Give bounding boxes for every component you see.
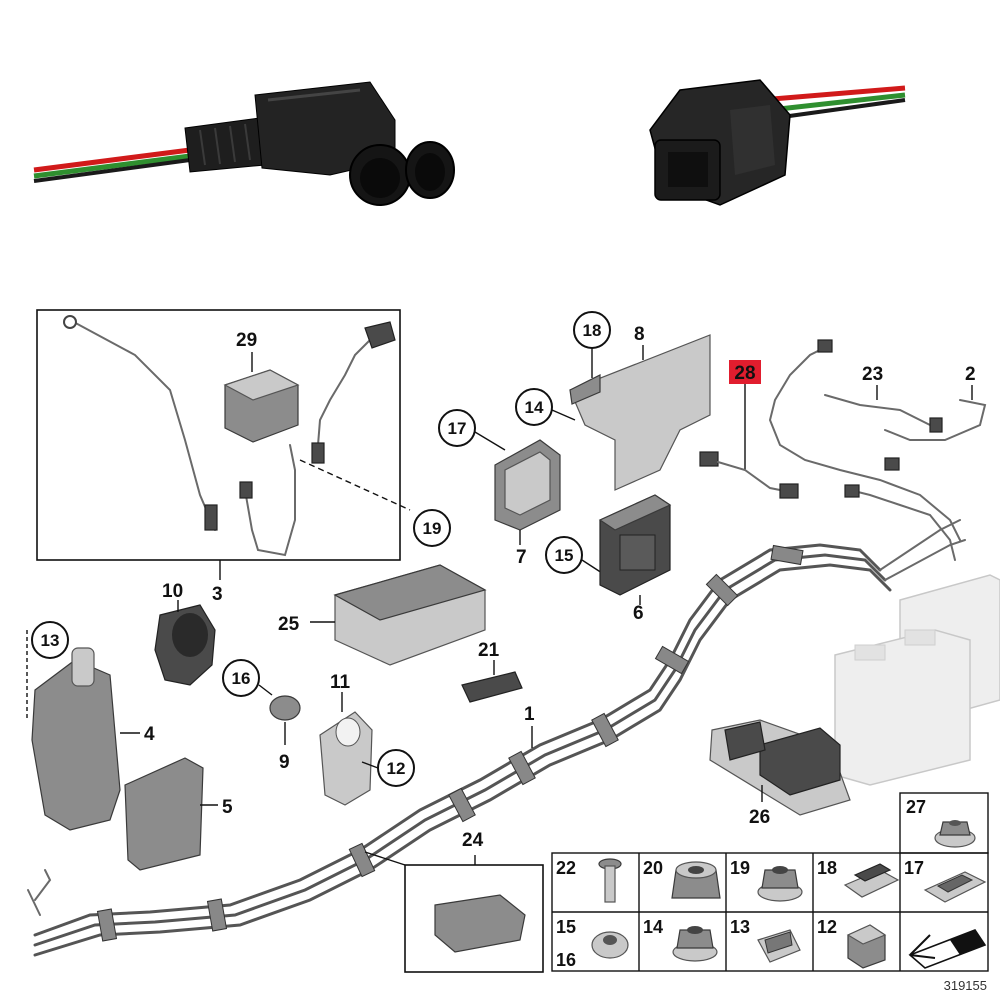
part-5-cover bbox=[124, 757, 218, 871]
callout-16-circle: 16 bbox=[222, 659, 273, 697]
callout-label-28: 28 bbox=[734, 363, 755, 384]
callout-label-9: 9 bbox=[279, 752, 290, 773]
table-label-15: 15 bbox=[556, 917, 576, 937]
callout-label-19: 19 bbox=[423, 519, 442, 538]
table-cell-27: 27 bbox=[906, 797, 976, 848]
small-parts-table: 27 22 20 19 bbox=[551, 792, 989, 972]
hex-flange-nut-icon bbox=[672, 926, 718, 962]
flange-nut-icon bbox=[934, 820, 976, 848]
callout-label-26: 26 bbox=[749, 807, 770, 828]
collar-nut-icon bbox=[591, 931, 629, 959]
table-label-19: 19 bbox=[730, 858, 750, 878]
table-label-13: 13 bbox=[730, 917, 750, 937]
threaded-sleeve-icon bbox=[671, 861, 721, 899]
clip-plate-icon bbox=[843, 863, 900, 898]
callout-label-18: 18 bbox=[583, 321, 602, 340]
callout-28-highlight: 28 bbox=[729, 360, 761, 470]
callout-29: 29 bbox=[236, 330, 257, 372]
table-cell-arrow bbox=[908, 929, 987, 969]
table-label-14: 14 bbox=[643, 917, 663, 937]
callout-label-15: 15 bbox=[555, 546, 574, 565]
reference-number: 319155 bbox=[944, 978, 987, 993]
spring-clip-icon bbox=[757, 929, 801, 963]
part-7-holder bbox=[494, 439, 561, 545]
callout-label-13: 13 bbox=[41, 631, 60, 650]
callout-label-2: 2 bbox=[965, 364, 976, 385]
callout-label-11: 11 bbox=[330, 672, 351, 693]
callout-label-14: 14 bbox=[525, 398, 544, 417]
grommet-plate-icon bbox=[923, 871, 987, 903]
callout-label-8: 8 bbox=[634, 324, 645, 345]
callout-label-1: 1 bbox=[524, 704, 535, 725]
table-cell-18: 18 bbox=[817, 858, 900, 898]
callout-label-29: 29 bbox=[236, 330, 257, 351]
callout-17-circle: 17 bbox=[438, 409, 506, 451]
callout-label-10: 10 bbox=[162, 581, 183, 602]
table-label-18: 18 bbox=[817, 858, 837, 878]
callout-13-circle: 13 bbox=[26, 621, 69, 720]
part-11-bracket bbox=[319, 692, 373, 806]
callout-label-17: 17 bbox=[448, 419, 467, 438]
inset-box-3 bbox=[36, 309, 411, 561]
bolt-icon bbox=[598, 858, 622, 903]
callout-15-circle: 15 bbox=[545, 536, 603, 574]
table-cell-14: 14 bbox=[643, 917, 718, 962]
cap-icon bbox=[846, 924, 887, 969]
callout-18-circle: 18 bbox=[573, 311, 611, 378]
table-label-16: 16 bbox=[556, 950, 576, 970]
callout-label-6: 6 bbox=[633, 603, 644, 624]
table-label-17: 17 bbox=[904, 858, 924, 878]
battery-ghost bbox=[834, 574, 1000, 786]
callout-12-circle: 12 bbox=[361, 749, 415, 787]
bracket-8 bbox=[569, 334, 711, 491]
photo-connector-square bbox=[600, 40, 920, 230]
table-label-12: 12 bbox=[817, 917, 837, 937]
part-25-box bbox=[310, 564, 487, 666]
table-cell-19: 19 bbox=[730, 858, 803, 902]
direction-arrow-icon bbox=[908, 929, 987, 969]
harness-23-2 bbox=[768, 339, 987, 561]
inset-box-24 bbox=[364, 851, 544, 973]
callout-label-5: 5 bbox=[222, 797, 233, 818]
callout-label-16: 16 bbox=[232, 669, 251, 688]
table-cell-22: 22 bbox=[556, 858, 622, 903]
part-6-module bbox=[598, 494, 672, 605]
part-28-lead bbox=[699, 451, 799, 499]
callout-19-circle: 19 bbox=[413, 509, 451, 547]
callout-label-3: 3 bbox=[212, 584, 223, 605]
callout-14-circle: 14 bbox=[515, 388, 576, 426]
callout-label-25: 25 bbox=[278, 614, 300, 635]
main-harness-1 bbox=[27, 519, 966, 957]
part-9-bolt bbox=[269, 695, 301, 745]
table-cell-20: 20 bbox=[643, 858, 721, 899]
callout-label-7: 7 bbox=[516, 547, 527, 568]
callout-label-23: 23 bbox=[862, 364, 883, 385]
table-cell-17: 17 bbox=[904, 858, 987, 903]
table-label-27: 27 bbox=[906, 797, 926, 817]
part-21-clip bbox=[461, 660, 523, 703]
callout-label-24: 24 bbox=[462, 830, 484, 851]
callout-label-12: 12 bbox=[387, 759, 406, 778]
callout-label-21: 21 bbox=[478, 640, 500, 661]
photo-connector-angled bbox=[30, 40, 455, 210]
part-4-holder bbox=[31, 647, 140, 831]
part-10-grommet bbox=[154, 600, 216, 686]
table-label-22: 22 bbox=[556, 858, 576, 878]
callout-3: 3 bbox=[212, 560, 223, 605]
table-cell-13: 13 bbox=[730, 917, 801, 963]
table-label-20: 20 bbox=[643, 858, 663, 878]
part-26-relay bbox=[709, 719, 851, 816]
table-cell-12: 12 bbox=[817, 917, 887, 969]
hex-nut-icon bbox=[757, 866, 803, 902]
callout-label-4: 4 bbox=[144, 724, 155, 745]
table-cell-15-16: 15 16 bbox=[556, 917, 629, 970]
